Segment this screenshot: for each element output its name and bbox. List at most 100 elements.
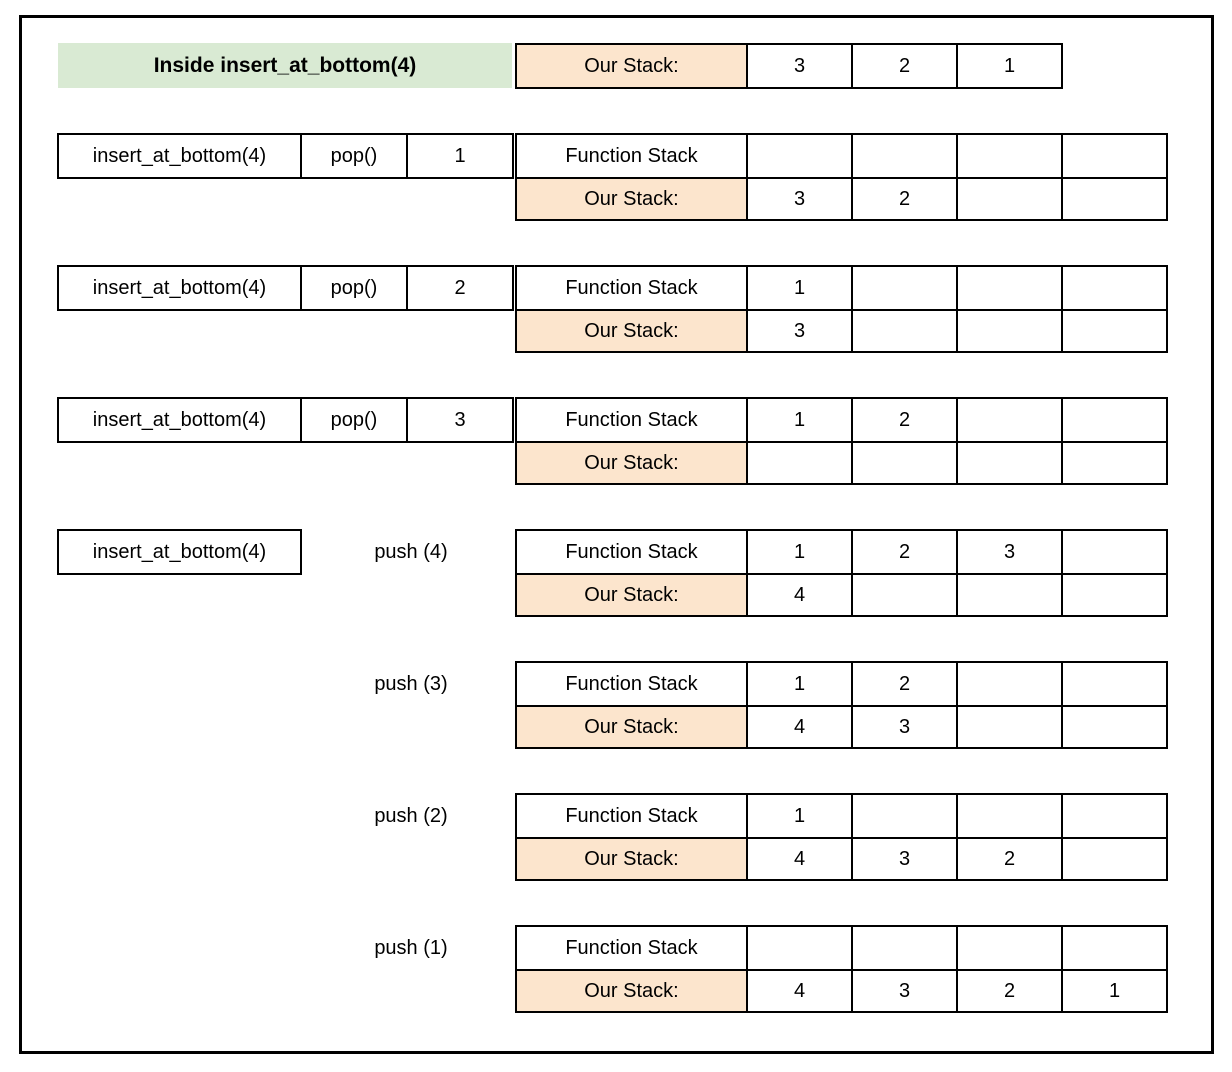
stack-cell	[956, 179, 1061, 219]
stack-cell: 2	[851, 45, 956, 87]
call-box: insert_at_bottom(4)	[57, 529, 302, 575]
stack-cell: 4	[746, 971, 851, 1011]
push-label: push (1)	[374, 936, 448, 959]
stack-cell	[1061, 663, 1166, 705]
stack-cell	[956, 443, 1061, 483]
push-label: push (3)	[374, 672, 448, 695]
stack-cell	[956, 267, 1061, 309]
function-stack-row: Function Stack	[517, 135, 1166, 177]
stack-cell: 2	[851, 663, 956, 705]
stack-cell	[746, 443, 851, 483]
our-stack-label: Our Stack:	[517, 707, 746, 747]
stack-cell	[1061, 707, 1166, 747]
our-stack-row: Our Stack: 4 3	[517, 705, 1166, 747]
stack-cell	[956, 795, 1061, 837]
popped-value-cell: 3	[406, 399, 512, 441]
stack-cell: 1	[746, 663, 851, 705]
stack-cell: 2	[851, 531, 956, 573]
function-stack-row: Function Stack 1 2 3	[517, 531, 1166, 573]
stack-cell	[851, 443, 956, 483]
call-pop-table: insert_at_bottom(4) pop() 3	[57, 397, 514, 443]
stack-cell	[1061, 179, 1166, 219]
stack-cell	[956, 663, 1061, 705]
our-stack-label: Our Stack:	[517, 179, 746, 219]
outer-frame	[19, 15, 1214, 1054]
stack-cell: 3	[746, 311, 851, 351]
stack-cell	[746, 927, 851, 969]
group-stack-table: Function Stack 1 Our Stack: 3	[515, 265, 1168, 353]
stack-cell: 3	[746, 45, 851, 87]
push-label: push (2)	[374, 804, 448, 827]
group-stack-table: Function Stack 1 Our Stack: 4 3 2	[515, 793, 1168, 881]
stack-cell	[1061, 267, 1166, 309]
our-stack-label: Our Stack:	[517, 45, 746, 87]
stack-cell	[956, 707, 1061, 747]
stack-cell	[851, 135, 956, 177]
popped-value-cell: 1	[406, 135, 512, 177]
stack-cell	[851, 575, 956, 615]
stack-cell	[1061, 795, 1166, 837]
stack-cell: 2	[851, 179, 956, 219]
function-stack-label: Function Stack	[565, 276, 698, 299]
our-stack-label: Our Stack:	[517, 311, 746, 351]
group-stack-table: Function Stack 1 2 3 Our Stack: 4	[515, 529, 1168, 617]
stack-cell: 2	[851, 399, 956, 441]
stack-cell	[1061, 135, 1166, 177]
function-stack-row: Function Stack 1	[517, 795, 1166, 837]
title-banner: Inside insert_at_bottom(4)	[58, 43, 512, 88]
stack-cell: 4	[746, 839, 851, 879]
stack-cell	[851, 795, 956, 837]
call-cell: insert_at_bottom(4)	[92, 276, 267, 299]
function-stack-label: Function Stack	[565, 408, 698, 431]
stack-cell: 1	[956, 45, 1061, 87]
stack-cell: 1	[746, 399, 851, 441]
our-stack-label: Our Stack:	[517, 443, 746, 483]
header-stack-row: Our Stack: 3 2 1	[517, 45, 1061, 87]
popped-value-cell: 2	[406, 267, 512, 309]
our-stack-row: Our Stack: 3 2	[517, 177, 1166, 219]
stack-cell	[1061, 575, 1166, 615]
stack-cell: 1	[746, 531, 851, 573]
our-stack-row: Our Stack: 3	[517, 309, 1166, 351]
function-stack-label: Function Stack	[565, 936, 698, 959]
stack-cell: 1	[1061, 971, 1166, 1011]
our-stack-row: Our Stack:	[517, 441, 1166, 483]
stack-cell: 3	[956, 531, 1061, 573]
function-stack-row: Function Stack 1 2	[517, 663, 1166, 705]
call-cell: insert_at_bottom(4)	[92, 144, 267, 167]
our-stack-row: Our Stack: 4 3 2	[517, 837, 1166, 879]
group-stack-table: Function Stack Our Stack: 4 3 2 1	[515, 925, 1168, 1013]
stack-cell	[1061, 311, 1166, 351]
stack-cell	[956, 575, 1061, 615]
stack-cell: 3	[851, 971, 956, 1011]
our-stack-label: Our Stack:	[517, 839, 746, 879]
function-stack-label: Function Stack	[565, 672, 698, 695]
function-stack-row: Function Stack 1 2	[517, 399, 1166, 441]
stack-cell: 4	[746, 575, 851, 615]
our-stack-row: Our Stack: 4 3 2 1	[517, 969, 1166, 1011]
call-pop-table: insert_at_bottom(4) pop() 1	[57, 133, 514, 179]
stack-cell: 2	[956, 839, 1061, 879]
group-stack-table: Function Stack 1 2 Our Stack: 4 3	[515, 661, 1168, 749]
stack-cell: 1	[746, 795, 851, 837]
stack-cell	[956, 927, 1061, 969]
pop-cell: pop()	[300, 267, 406, 309]
header-stack-table: Our Stack: 3 2 1	[515, 43, 1063, 89]
call-cell: insert_at_bottom(4)	[92, 408, 267, 431]
stack-cell: 2	[956, 971, 1061, 1011]
our-stack-row: Our Stack: 4	[517, 573, 1166, 615]
stack-cell: 3	[851, 707, 956, 747]
function-stack-label: Function Stack	[565, 144, 698, 167]
function-stack-label: Function Stack	[565, 804, 698, 827]
stack-cell	[746, 135, 851, 177]
stack-cell: 1	[746, 267, 851, 309]
stack-cell: 3	[746, 179, 851, 219]
push-label: push (4)	[374, 540, 448, 563]
stack-cell	[956, 311, 1061, 351]
stack-cell: 3	[851, 839, 956, 879]
stack-cell	[851, 311, 956, 351]
our-stack-label: Our Stack:	[517, 971, 746, 1011]
stack-cell: 4	[746, 707, 851, 747]
group-stack-table: Function Stack Our Stack: 3 2	[515, 133, 1168, 221]
